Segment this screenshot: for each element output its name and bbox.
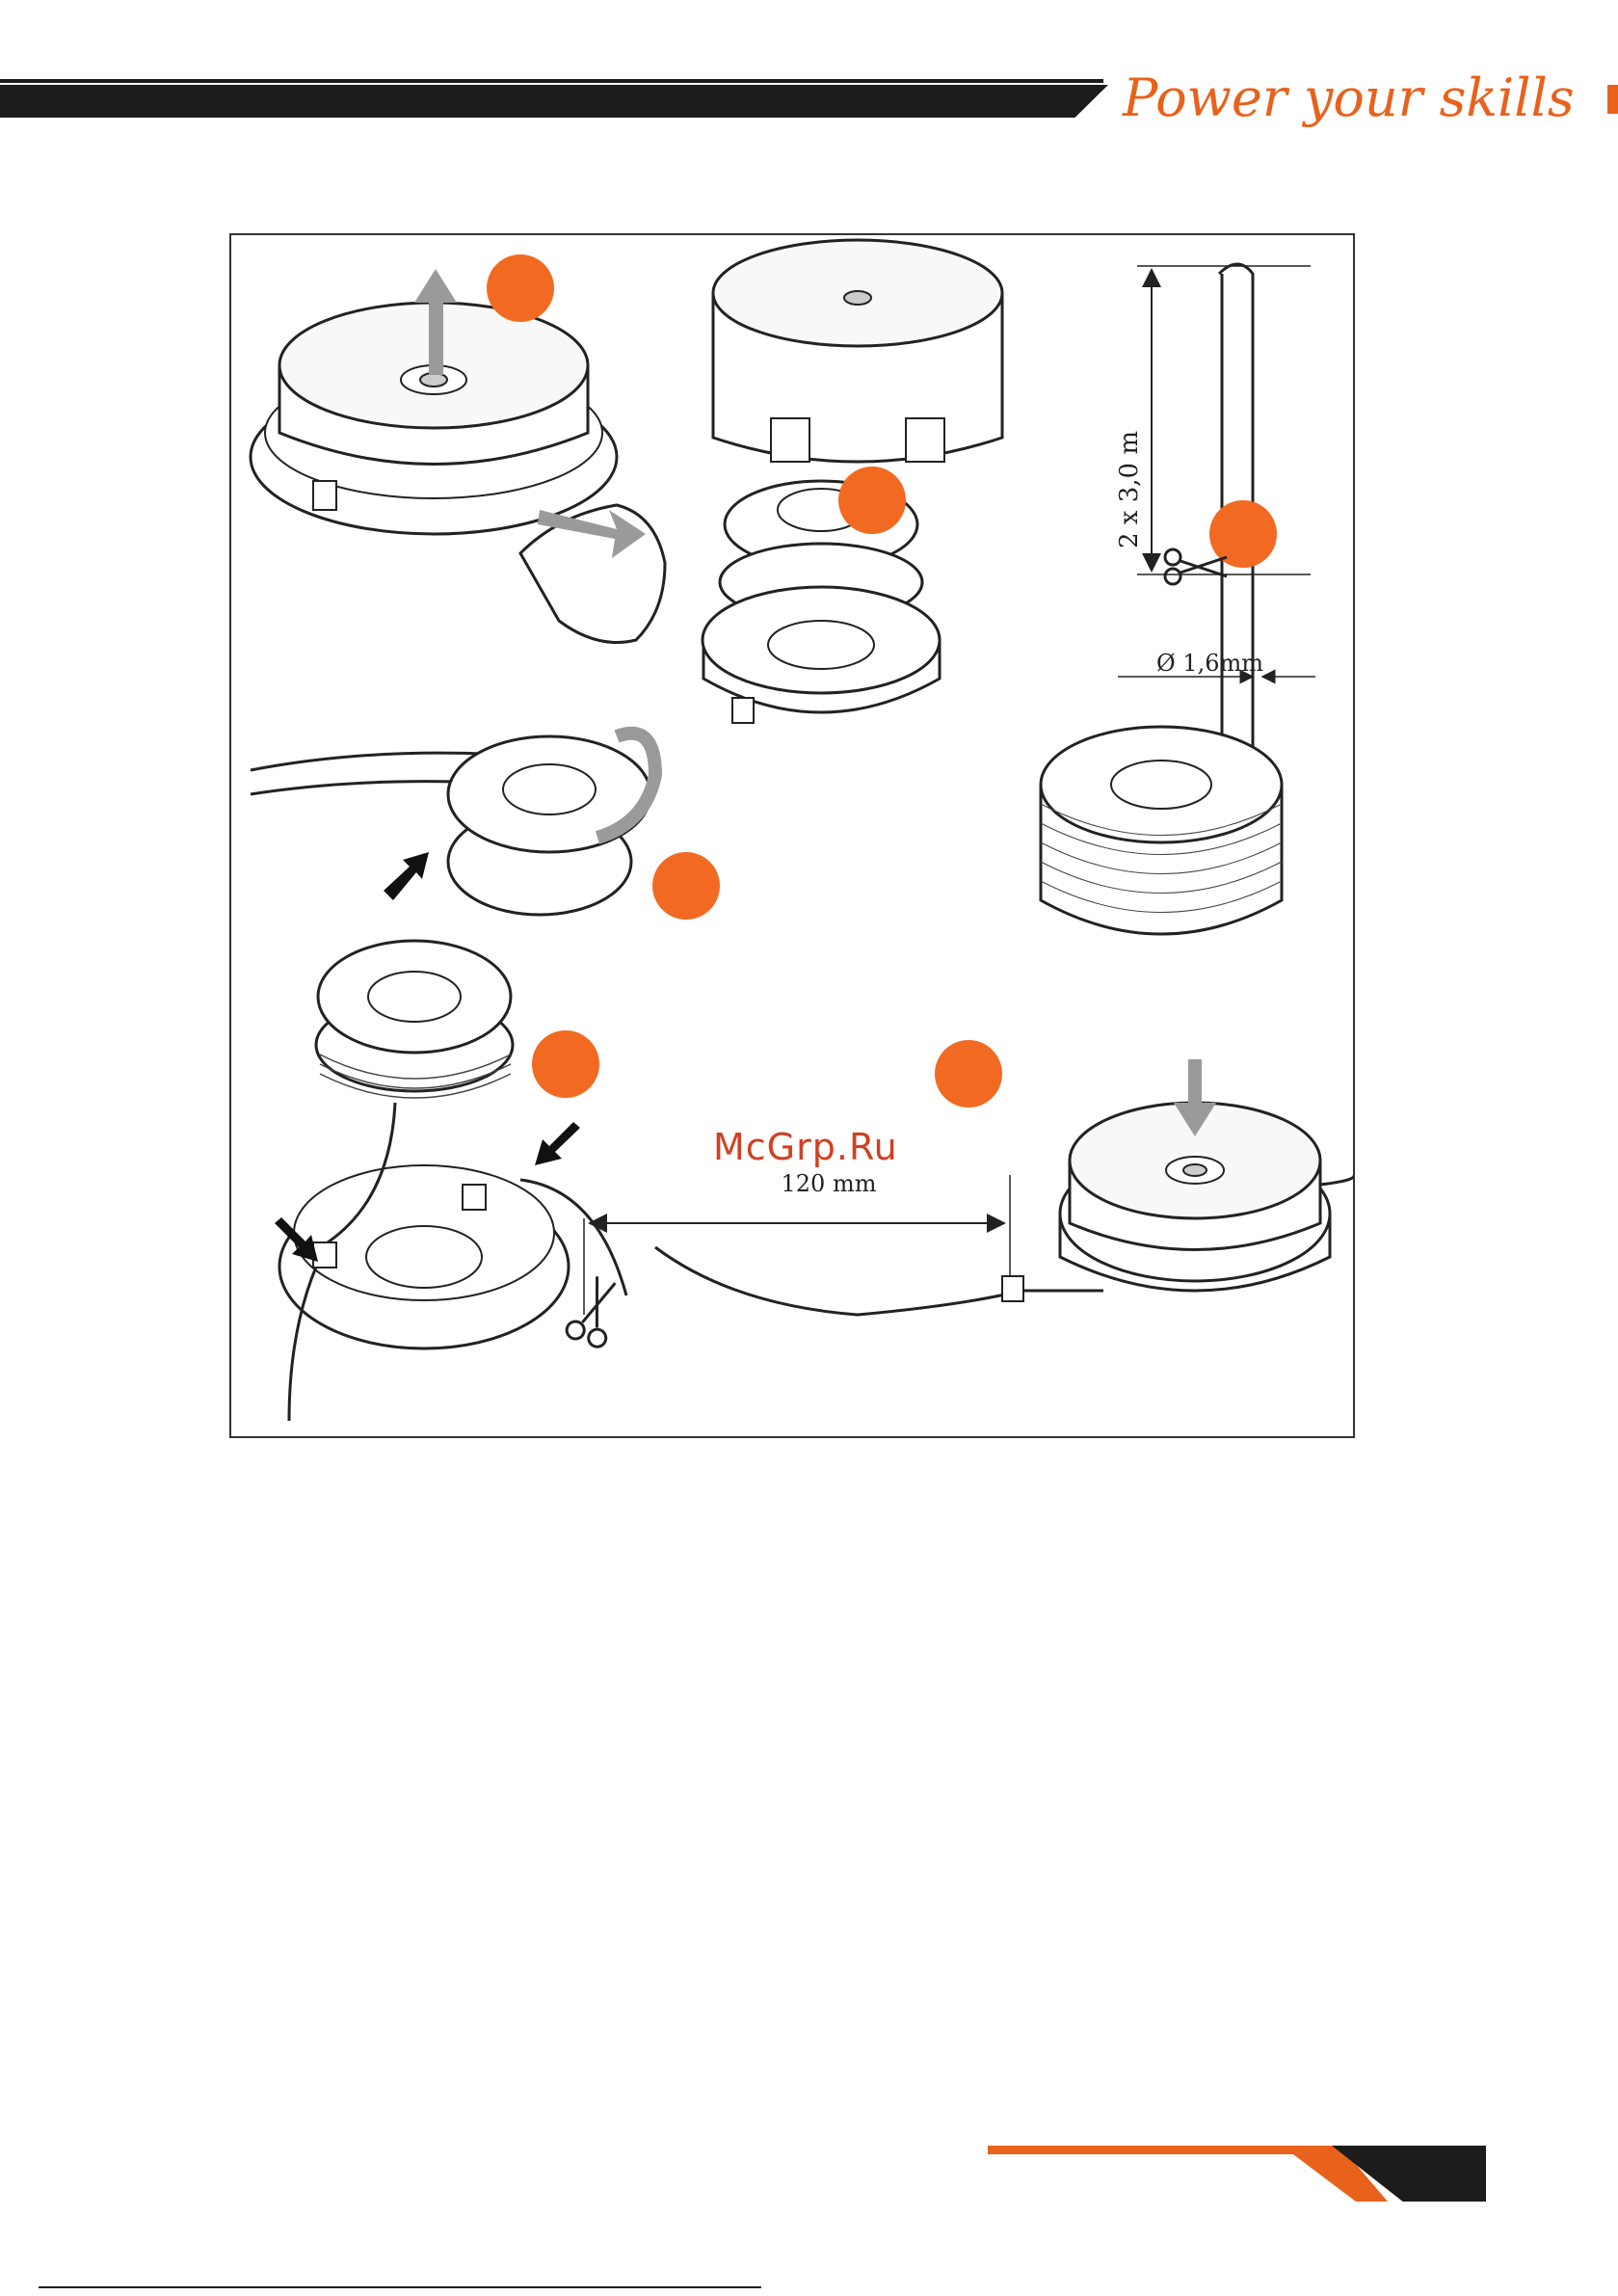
trim-length-label: 120 mm — [782, 1170, 877, 1197]
watermark-text: McGrp.Ru — [713, 1126, 898, 1168]
line-diameter-label: Ø 1,6mm — [1156, 650, 1263, 677]
step-marker-3 — [1209, 500, 1277, 568]
bottom-rule — [39, 2286, 761, 2288]
panel-wind-line — [251, 734, 720, 920]
step-marker-4 — [652, 852, 720, 920]
brand-tagline: Power your skills — [1123, 67, 1575, 128]
step-marker-1 — [487, 254, 554, 322]
trim-scissors-icon — [565, 1273, 625, 1349]
push-arrow-icon — [384, 852, 429, 900]
assembly-diagram-svg: 2 x 3,0 m Ø 1,6mm — [231, 235, 1353, 1436]
page-edge-mark — [1607, 85, 1618, 114]
panel-line-measure: 2 x 3,0 m Ø 1,6mm — [1041, 264, 1315, 934]
step-marker-5 — [532, 1030, 599, 1098]
footer-accent-line — [988, 2146, 1320, 2154]
header-bar-top-accent — [0, 79, 1103, 83]
insert-arrow-right-icon — [535, 1122, 580, 1165]
assembly-illustration: 2 x 3,0 m Ø 1,6mm — [229, 233, 1355, 1438]
panel-exploded-view — [703, 240, 1002, 723]
step-marker-6 — [935, 1040, 1002, 1108]
header-bar — [0, 85, 1108, 118]
step-marker-2 — [838, 467, 906, 534]
panel-remove-cap — [251, 254, 665, 643]
panel-insert-spool — [275, 941, 626, 1421]
line-length-label: 2 x 3,0 m — [1115, 431, 1144, 548]
panel-trim-line: 120 mm — [565, 1040, 1353, 1349]
